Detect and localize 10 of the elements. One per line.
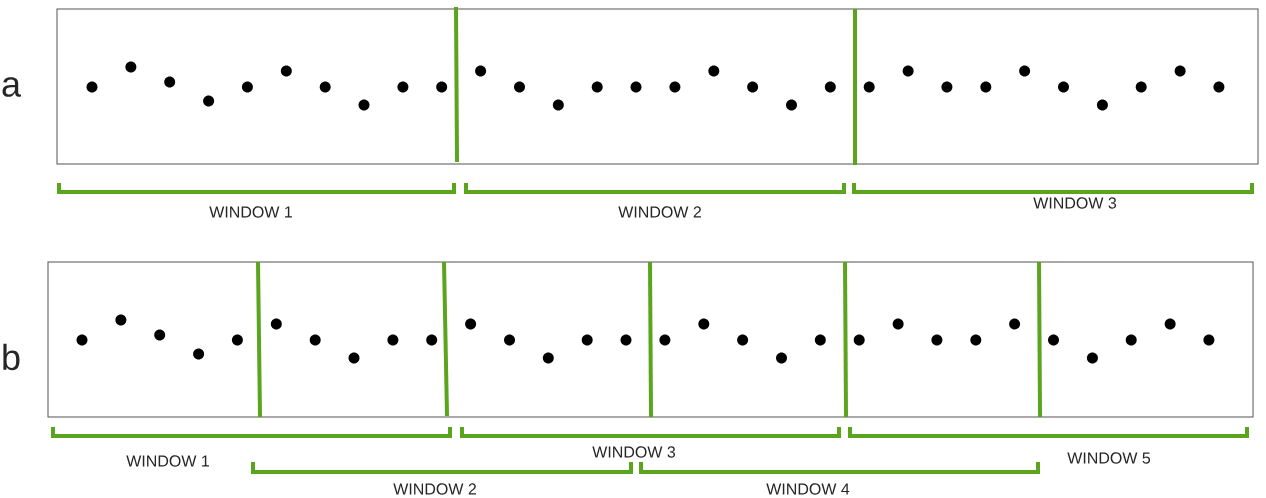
window-label: WINDOW 4 [766, 483, 850, 495]
window-label: WINDOW 5 [1067, 452, 1151, 464]
window-label: WINDOW 1 [126, 455, 209, 467]
window-label: WINDOW 3 [1033, 197, 1117, 209]
window-label: WINDOW 1 [209, 206, 292, 218]
window-label: WINDOW 2 [618, 206, 701, 218]
window-label: WINDOW 2 [393, 483, 476, 495]
panel-label: b [3, 343, 20, 371]
window-label: WINDOW 3 [592, 446, 676, 458]
panel-label: a [2, 77, 21, 97]
